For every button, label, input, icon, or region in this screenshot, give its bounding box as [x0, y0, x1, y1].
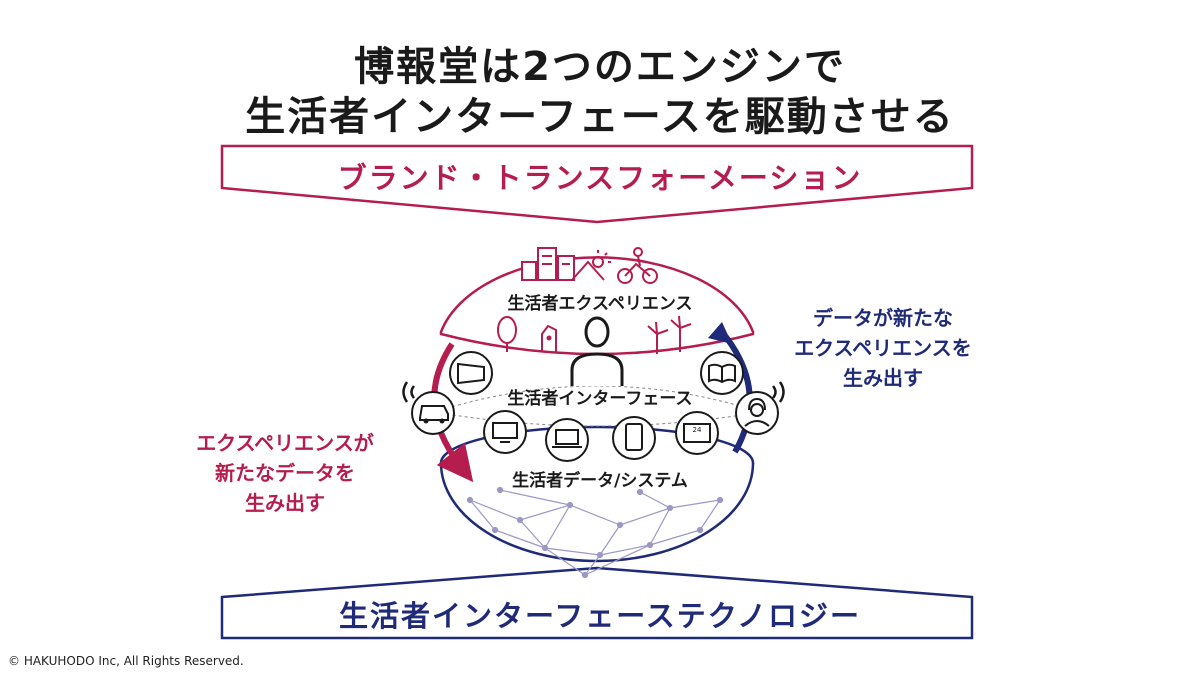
wind-turbine-icon [647, 315, 692, 354]
charging-station-number: 24 [693, 426, 702, 434]
person-icon [570, 316, 624, 386]
experience-label: 生活者エクスペリエンス [507, 294, 693, 314]
brand-transformation-label: ブランド・トランスフォーメーション [337, 161, 863, 195]
right-caption: データが新たな エクスペリエンスを 生み出す [768, 303, 998, 393]
left-caption-line: 生み出す [245, 491, 325, 515]
tv-icon [483, 410, 527, 454]
right-caption-line: エクスペリエンスを [794, 336, 972, 360]
mountain-sun-icon [571, 250, 611, 281]
display-panel-icon [449, 351, 493, 395]
network-mesh-icon [466, 486, 724, 579]
left-caption: エクスペリエンスが 新たなデータを 生み出す [170, 428, 400, 518]
top-banner-shape [220, 144, 974, 224]
right-arrow-head-icon [708, 322, 732, 344]
right-signal-icon [771, 381, 785, 403]
left-signal-icon [402, 381, 416, 403]
interface-technology-label: 生活者インターフェーステクノロジー [338, 599, 862, 633]
charging-station-icon: 24 [675, 411, 719, 455]
support-headset-icon [735, 391, 779, 435]
tree-icon [497, 316, 517, 352]
data-system-label: 生活者データ/システム [512, 471, 688, 491]
right-cycle-arrow [719, 330, 753, 454]
interface-label: 生活者インターフェース [507, 389, 693, 409]
city-buildings-icon [521, 247, 575, 281]
right-caption-line: 生み出す [843, 366, 923, 390]
title-line-2: 生活者インターフェースを駆動させる [245, 94, 955, 140]
left-caption-line: 新たなデータを [215, 461, 355, 485]
smartphone-icon [612, 416, 656, 460]
left-caption-line: エクスペリエンスが [196, 431, 374, 455]
laptop-icon [545, 418, 589, 462]
title-line-1: 博報堂は2つのエンジンで [354, 44, 846, 90]
book-icon [700, 351, 744, 395]
bottom-banner-shape [220, 566, 974, 640]
dog-icon [541, 324, 557, 352]
interface-dotted-lines [434, 385, 761, 427]
copyright-notice: © HAKUHODO Inc, All Rights Reserved. [8, 654, 244, 668]
bicycle-rider-icon [617, 247, 658, 284]
car-icon [411, 391, 455, 435]
right-caption-line: データが新たな [813, 306, 953, 330]
